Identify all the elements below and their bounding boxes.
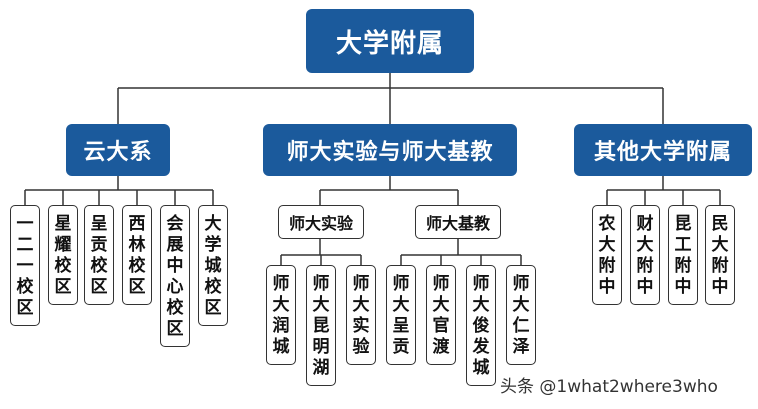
leaf-char: 师: [312, 274, 330, 294]
leaf-char: 大: [636, 235, 654, 255]
leaf-node: 师大实验: [346, 265, 376, 365]
leaf-node: 师大润城: [266, 265, 296, 365]
leaf-char: 呈: [392, 316, 410, 336]
leaf-node: 师大官渡: [426, 265, 456, 365]
leaf-char: 中: [674, 277, 692, 297]
leaf-char: 校: [128, 256, 146, 276]
leaf-char: 校: [16, 277, 34, 297]
leaf-char: 区: [204, 298, 222, 318]
leaf-char: 师: [512, 274, 530, 294]
leaf-char: 城: [272, 337, 290, 357]
leaf-char: 呈: [90, 214, 108, 234]
leaf-char: 仁: [512, 316, 530, 336]
leaf-char: 贡: [90, 235, 108, 255]
leaf-char: 贡: [392, 337, 410, 357]
leaf-char: 师: [392, 274, 410, 294]
group-node-other: 其他大学附属: [574, 124, 752, 176]
leaf-char: 中: [166, 256, 184, 276]
leaf-char: 区: [16, 298, 34, 318]
leaf-char: 校: [90, 256, 108, 276]
leaf-node: 师大俊发城: [466, 265, 496, 386]
leaf-char: 润: [272, 316, 290, 336]
group-node-yunda: 云大系: [66, 124, 170, 176]
leaf-node: 呈贡校区: [84, 205, 114, 305]
leaf-char: 星: [54, 214, 72, 234]
leaf-char: 工: [674, 235, 692, 255]
leaf-char: 大: [392, 295, 410, 315]
leaf-node: 大学城校区: [198, 205, 228, 326]
root-node: 大学附属: [306, 9, 474, 73]
leaf-char: 学: [204, 235, 222, 255]
leaf-char: 会: [166, 214, 184, 234]
leaf-char: 大: [711, 235, 729, 255]
leaf-char: 师: [472, 274, 490, 294]
leaf-char: 心: [166, 277, 184, 297]
leaf-char: 城: [204, 256, 222, 276]
leaf-node: 会展中心校区: [160, 205, 190, 347]
leaf-char: 农: [598, 214, 616, 234]
leaf-char: 财: [636, 214, 654, 234]
leaf-char: 区: [90, 277, 108, 297]
leaf-char: 师: [352, 274, 370, 294]
leaf-char: 校: [204, 277, 222, 297]
leaf-char: 昆: [674, 214, 692, 234]
leaf-node: 财大附中: [630, 205, 660, 305]
leaf-char: 大: [204, 214, 222, 234]
leaf-char: 附: [598, 256, 616, 276]
leaf-char: 展: [166, 235, 184, 255]
leaf-char: 大: [432, 295, 450, 315]
leaf-node: 民大附中: [705, 205, 735, 305]
leaf-char: 中: [598, 277, 616, 297]
leaf-node: 星耀校区: [48, 205, 78, 305]
leaf-node: 师大仁泽: [506, 265, 536, 365]
leaf-char: 俊: [472, 316, 490, 336]
leaf-char: 城: [472, 358, 490, 378]
leaf-char: 耀: [54, 235, 72, 255]
leaf-node: 师大呈贡: [386, 265, 416, 365]
leaf-char: 渡: [432, 337, 450, 357]
leaf-char: 昆: [312, 316, 330, 336]
leaf-char: 林: [128, 235, 146, 255]
leaf-char: 附: [711, 256, 729, 276]
leaf-char: 区: [166, 319, 184, 339]
leaf-char: 一: [16, 214, 34, 234]
leaf-char: 验: [352, 337, 370, 357]
leaf-char: 实: [352, 316, 370, 336]
leaf-char: 大: [312, 295, 330, 315]
leaf-char: 一: [16, 256, 34, 276]
leaf-char: 泽: [512, 337, 530, 357]
subgroup-node-shida-shiyan: 师大实验: [278, 205, 364, 239]
leaf-char: 校: [54, 256, 72, 276]
leaf-node: 昆工附中: [668, 205, 698, 305]
leaf-char: 大: [352, 295, 370, 315]
watermark: 头条 @1what2where3who: [500, 377, 718, 397]
leaf-node: 一二一校区: [10, 205, 40, 326]
leaf-char: 大: [598, 235, 616, 255]
leaf-char: 官: [432, 316, 450, 336]
leaf-char: 中: [711, 277, 729, 297]
leaf-node: 师大昆明湖: [306, 265, 336, 386]
leaf-char: 发: [472, 337, 490, 357]
leaf-char: 中: [636, 277, 654, 297]
leaf-char: 湖: [312, 358, 330, 378]
leaf-char: 西: [128, 214, 146, 234]
leaf-char: 区: [54, 277, 72, 297]
leaf-char: 师: [272, 274, 290, 294]
leaf-char: 民: [711, 214, 729, 234]
leaf-char: 二: [16, 235, 34, 255]
group-node-shida: 师大实验与师大基教: [263, 124, 517, 176]
leaf-char: 师: [432, 274, 450, 294]
leaf-char: 校: [166, 298, 184, 318]
leaf-node: 农大附中: [592, 205, 622, 305]
leaf-char: 附: [636, 256, 654, 276]
leaf-char: 大: [512, 295, 530, 315]
leaf-char: 区: [128, 277, 146, 297]
leaf-char: 大: [472, 295, 490, 315]
leaf-char: 附: [674, 256, 692, 276]
leaf-char: 大: [272, 295, 290, 315]
leaf-char: 明: [312, 337, 330, 357]
subgroup-node-shida-jijiao: 师大基教: [415, 205, 501, 239]
leaf-node: 西林校区: [122, 205, 152, 305]
